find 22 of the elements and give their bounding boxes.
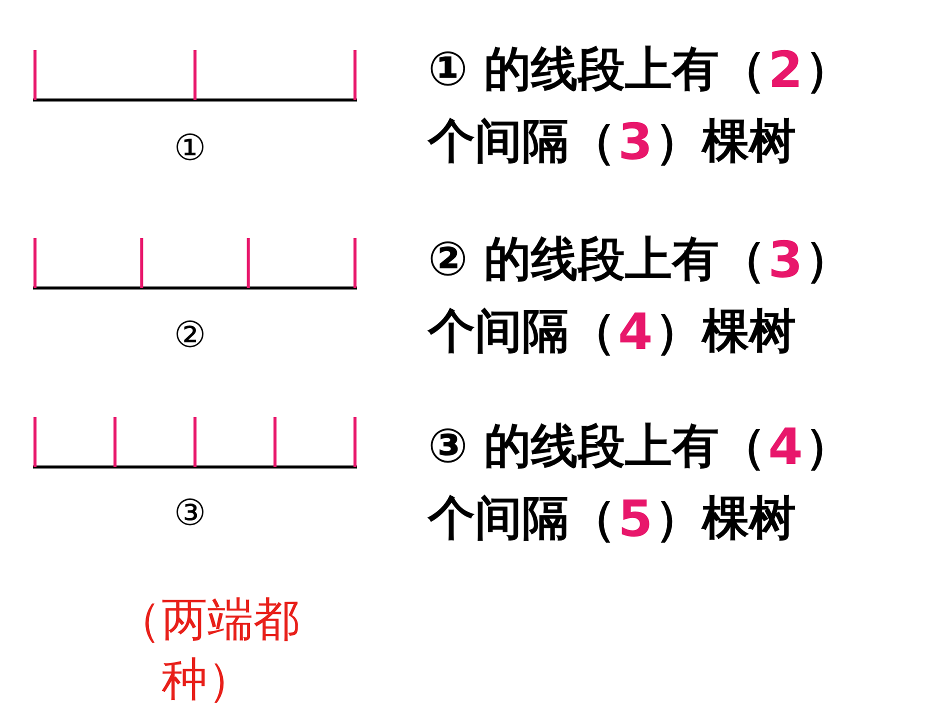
note-text: （两端都种） — [114, 591, 300, 708]
segment-number: ② — [172, 315, 208, 356]
question-text: ）棵树 — [654, 113, 796, 171]
question-text: 个间隔（ — [428, 303, 616, 361]
question-text: 个间隔（ — [428, 490, 616, 548]
segment-number: ① — [172, 128, 208, 169]
question-text: ② 的线段上有（ — [428, 231, 766, 289]
answer-number: 2 — [768, 40, 803, 98]
question-text: ① 的线段上有（ — [428, 41, 766, 99]
question-text: ）棵树 — [654, 303, 796, 361]
answer-number: 4 — [768, 418, 803, 476]
answer-number: 4 — [618, 302, 653, 360]
question-text: ③ 的线段上有（ — [428, 418, 766, 476]
question-text: ） — [804, 41, 852, 99]
answer-number: 3 — [618, 112, 653, 170]
answer-number: 5 — [618, 490, 653, 548]
question-text: ）棵树 — [654, 490, 796, 548]
segment-number: ③ — [172, 493, 208, 534]
question-text: ） — [804, 418, 852, 476]
answer-number: 3 — [768, 230, 803, 288]
question-text: ） — [804, 231, 852, 289]
question-text: 个间隔（ — [428, 113, 616, 171]
